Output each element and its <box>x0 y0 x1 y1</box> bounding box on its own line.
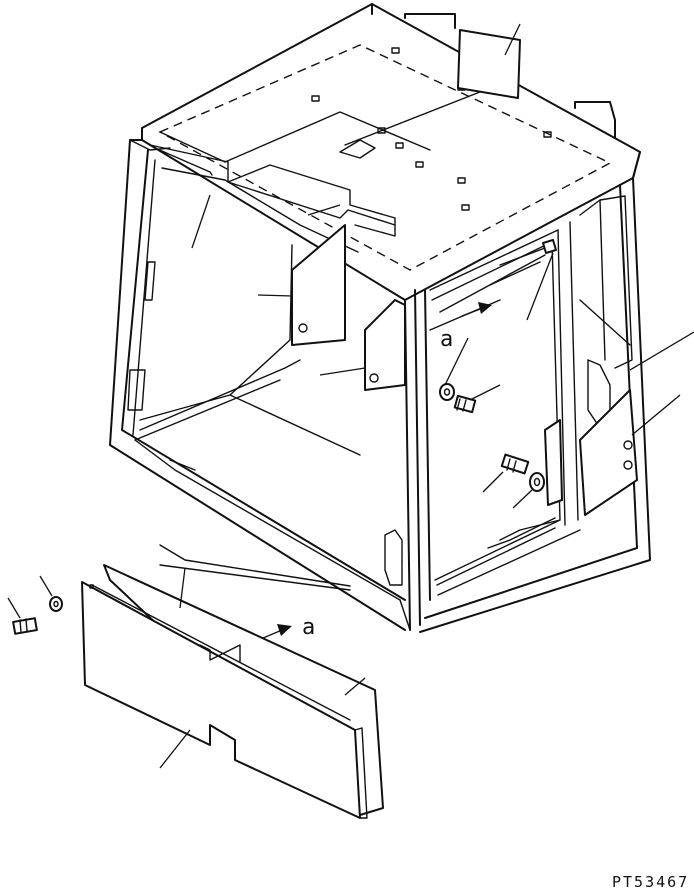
view-arrow-lower-label: a <box>302 615 315 640</box>
view-arrow-upper-label: a <box>440 327 453 352</box>
cab-fasteners <box>439 383 545 492</box>
washer-upper-icon <box>439 383 455 401</box>
roof-liner-panel <box>129 29 521 237</box>
loose-bolt-icon <box>12 617 38 635</box>
bolt-lower-icon <box>500 453 530 475</box>
view-arrow-lower: a <box>255 615 315 642</box>
part-leader-lines <box>7 23 694 769</box>
loose-nut-icon <box>49 596 63 612</box>
washer-lower-icon <box>529 472 545 492</box>
exploded-interior-panel <box>81 564 384 819</box>
interior-side-brackets <box>291 224 638 516</box>
view-arrow-upper: a <box>440 302 492 352</box>
drawing-code: PT53467 <box>612 873 689 891</box>
loose-fasteners <box>12 596 63 635</box>
cab-roof <box>141 3 641 301</box>
